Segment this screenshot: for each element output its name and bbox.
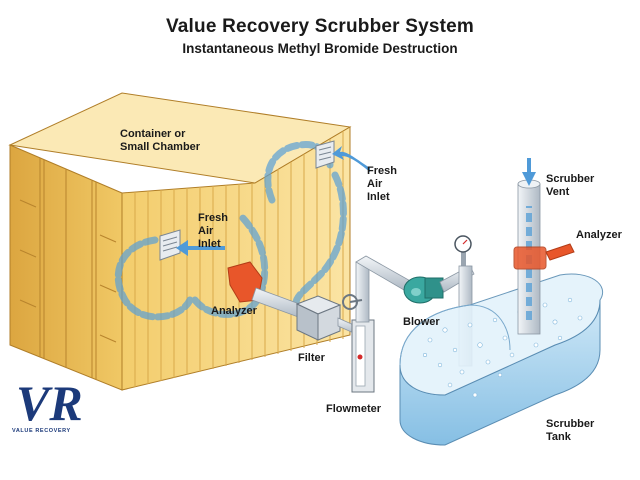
- vent-exhaust-arrow: [522, 158, 536, 186]
- value-recovery-logo: VR: [16, 375, 83, 426]
- pressure-gauge: [454, 235, 472, 270]
- label-analyzer-left: Analyzer: [211, 305, 257, 317]
- label-analyzer-right: Analyzer: [576, 229, 622, 241]
- label-scrubber-vent: Scrubber Vent: [546, 173, 595, 198]
- label-fresh-air-inlet-left: Fresh Air Inlet: [198, 212, 228, 250]
- logo-mark: VR: [16, 375, 83, 426]
- fresh-air-inlet-right-vent: [315, 140, 335, 169]
- label-flowmeter: Flowmeter: [326, 403, 382, 415]
- logo-text: VALUE RECOVERY: [12, 428, 71, 434]
- label-filter: Filter: [298, 352, 325, 364]
- filter-unit: [295, 295, 342, 341]
- analyzer-right-probe: [545, 243, 575, 261]
- fresh-air-arrow-left: [176, 240, 225, 256]
- diagram-title: Value Recovery Scrubber System: [165, 16, 475, 37]
- label-scrubber-tank: Scrubber Tank: [546, 418, 595, 443]
- container-corrugations: [134, 131, 344, 387]
- diagram-subtitle: Instantaneous Methyl Bromide Destruction: [182, 41, 458, 56]
- scrubber-tank: [399, 273, 603, 446]
- flowmeter-unit: [351, 319, 375, 393]
- analyzer-right-body: [513, 246, 547, 270]
- label-fresh-air-inlet-right: Fresh Air Inlet: [367, 165, 397, 203]
- container-doors: [19, 158, 117, 380]
- label-blower: Blower: [403, 316, 440, 328]
- fresh-air-inlet-left-vent: [159, 229, 181, 261]
- container-side: [121, 126, 351, 391]
- label-container: Container or Small Chamber: [120, 128, 201, 153]
- fresh-air-arrow-right: [332, 146, 370, 172]
- valve-handle: [342, 294, 363, 310]
- pipe-flowmeter-riser: [355, 261, 370, 323]
- blower-unit: [403, 276, 444, 304]
